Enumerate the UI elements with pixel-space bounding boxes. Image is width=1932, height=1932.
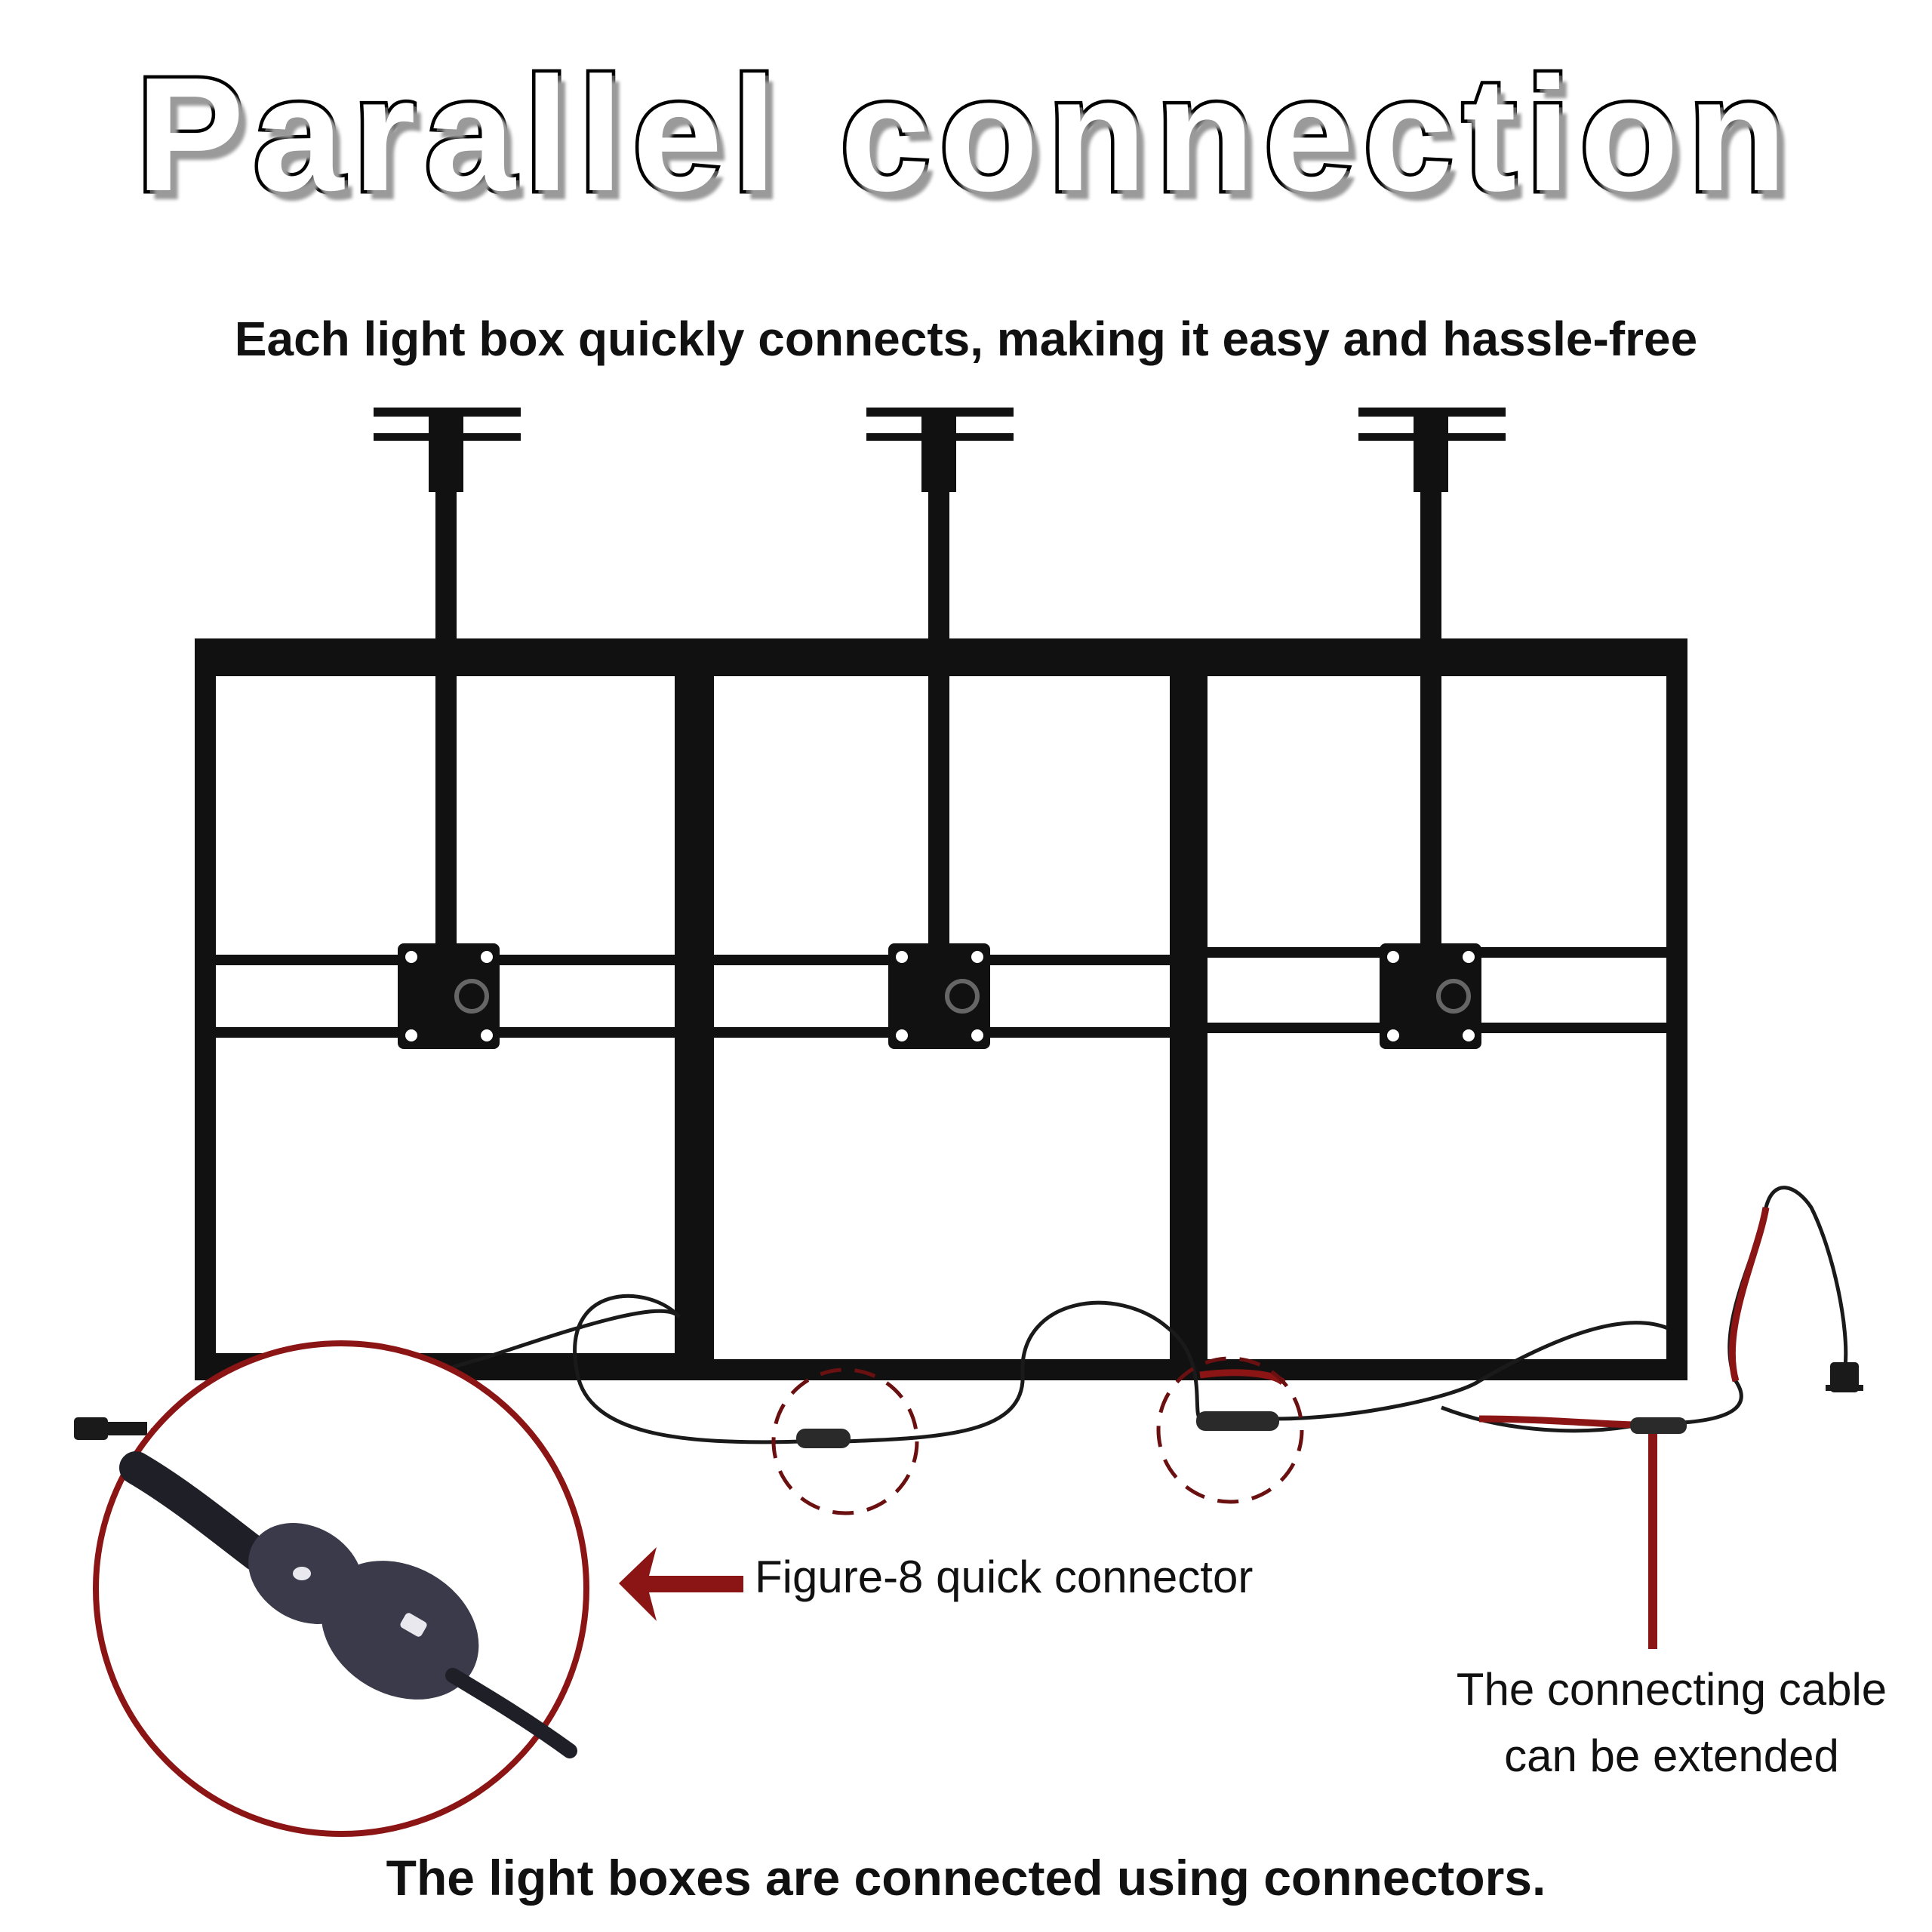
cable-extension-label: The connecting cable can be extended <box>1411 1657 1932 1789</box>
ceiling-mount-1 <box>374 408 521 1049</box>
figure8-magnifier <box>93 1340 589 1837</box>
cable-label-line-2: can be extended <box>1504 1730 1839 1781</box>
page-title: Parallel connection <box>133 43 1796 225</box>
figure8-arrow-icon <box>619 1547 743 1621</box>
power-plug-right-icon <box>1826 1362 1863 1392</box>
subtitle: Each light box quickly connects, making … <box>234 312 1698 366</box>
cable-label-line-1: The connecting cable <box>1456 1664 1887 1715</box>
power-plug-left-icon <box>74 1417 147 1440</box>
inline-connector-1 <box>796 1429 851 1448</box>
inline-connector-3 <box>1630 1417 1687 1434</box>
inline-connector-2 <box>1196 1411 1279 1431</box>
connector-highlight-1 <box>771 1367 919 1515</box>
ceiling-mount-2 <box>866 408 1014 1049</box>
ceiling-mount-3 <box>1358 408 1506 1049</box>
footer-caption: The light boxes are connected using conn… <box>386 1850 1546 1906</box>
connector-highlight-2 <box>1156 1356 1304 1504</box>
figure8-label: Figure-8 quick connector <box>755 1552 1254 1602</box>
